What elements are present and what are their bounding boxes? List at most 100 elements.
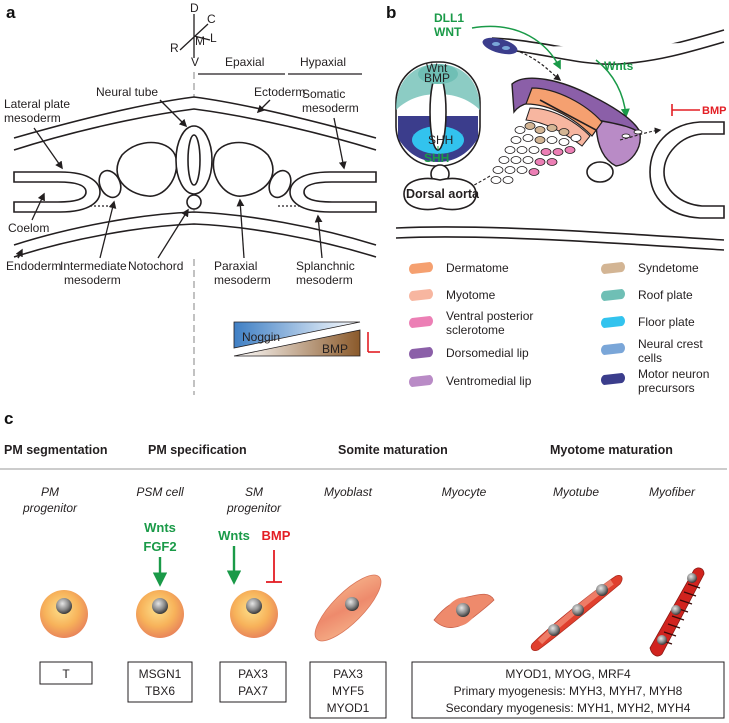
dll1-arrow (471, 25, 561, 70)
notochord-label: Notochord (128, 259, 183, 273)
splanchnic-label-2: mesoderm (296, 273, 353, 287)
legend-swatch-syndetome (601, 262, 625, 274)
intermediate-label-1: Intermediate (60, 259, 127, 273)
marker-myoblast-1: PAX3 (333, 667, 363, 681)
cell-name-pm-1: PM (41, 485, 59, 499)
axis-compass: D V C R L M (170, 1, 217, 69)
roof-plate-b (418, 64, 458, 84)
neural-tube-label: Neural tube (96, 85, 158, 99)
cell-name-pm-2: progenitor (22, 501, 78, 515)
legend-swatch-neural-crest (601, 343, 625, 355)
somatic-label-2: mesoderm (302, 101, 359, 115)
legend-label-dorsomedial-lip: Dorsomedial lip (446, 346, 529, 360)
cell-psm (136, 590, 184, 638)
dorsal-aorta (403, 177, 477, 211)
marker-myoblast-2: MYF5 (332, 684, 364, 698)
paraxial-mesoderm-left (116, 141, 178, 197)
axis-r: R (170, 41, 179, 55)
legend-label-floor-plate: Floor plate (638, 315, 695, 329)
cell-myocyte (433, 593, 495, 628)
marker-box-t (39, 661, 93, 685)
cell-name-myofiber: Myofiber (649, 485, 696, 499)
signal-wnts-2: Wnts (218, 528, 250, 543)
signal-bmp: BMP (262, 528, 291, 543)
ventromedial-lip-b (595, 119, 641, 167)
lateral-plate-b (649, 121, 725, 219)
marker-sm-2: PAX7 (238, 684, 268, 698)
legend-b: Dermatome Syndetome Myotome Roof plate V… (409, 261, 709, 395)
cell-name-myocyte: Myocyte (442, 485, 487, 499)
paraxial-label-1: Paraxial (214, 259, 257, 273)
bmp-gradient-a (233, 329, 361, 357)
axis-v: V (191, 55, 199, 69)
endoderm-inner (13, 223, 377, 258)
cell-name-sm-2: progenitor (226, 501, 282, 515)
stage-myotome-maturation: Myotome maturation (550, 443, 673, 457)
marker-sm-1: PAX3 (238, 667, 268, 681)
paraxial-mesoderm-right (212, 141, 274, 197)
endoderm-b-inner (395, 236, 725, 251)
axis-m: M (195, 34, 205, 48)
notochord (186, 194, 202, 210)
marker-t: T (62, 667, 70, 681)
ectoderm-b-inner (491, 41, 725, 65)
legend-label-motor-neuron-1: Motor neuron (638, 367, 709, 381)
bmp-label-a: BMP (322, 342, 348, 356)
cell-pm-progenitor (40, 590, 88, 638)
cell-name-sm-1: SM (245, 485, 263, 499)
signal-wnts-1: Wnts (144, 520, 176, 535)
coelom-label: Coelom (8, 221, 49, 235)
marker-box-sm (219, 661, 287, 703)
cell-myotube (530, 575, 623, 651)
legend-swatch-dermatome (409, 262, 433, 274)
noggin-label: Noggin (242, 330, 280, 344)
wnt-bmp-label-2: BMP (424, 71, 450, 85)
legend-label-dermatome: Dermatome (446, 261, 509, 275)
stage-somite-maturation: Somite maturation (338, 443, 448, 457)
bmp-label-b: BMP (702, 105, 726, 117)
marker-myo-3: Secondary myogenesis: MYH1, MYH2, MYH4 (446, 701, 691, 715)
stage-pm-segmentation: PM segmentation (4, 443, 108, 457)
cell-name-psm: PSM cell (136, 485, 184, 499)
legend-label-roof-plate: Roof plate (638, 288, 693, 302)
ectoderm-label: Ectoderm (254, 85, 305, 99)
legend-swatch-ventromedial-lip (409, 375, 433, 387)
panel-label-b: b (386, 3, 396, 22)
legend-label-vps-2: sclerotome (446, 323, 505, 337)
wnts-label-b: Wnts (604, 59, 634, 73)
cell-name-myotube: Myotube (553, 485, 599, 499)
marker-myo-1: MYOD1, MYOG, MRF4 (505, 667, 631, 681)
panel-label-c: c (4, 409, 13, 428)
legend-swatch-roof-plate (601, 289, 625, 301)
wnt-label: WNT (434, 25, 462, 39)
axis-l: L (210, 31, 217, 45)
marker-psm-2: TBX6 (145, 684, 175, 698)
stage-pm-specification: PM specification (148, 443, 247, 457)
lateral-plate-left (13, 171, 101, 213)
intermediate-mesoderm-b (586, 161, 614, 183)
dorsal-aorta-label: Dorsal aorta (406, 187, 480, 201)
cell-name-myoblast: Myoblast (324, 485, 373, 499)
marker-myo-2: Primary myogenesis: MYH3, MYH7, MYH8 (454, 684, 683, 698)
legend-swatch-myotome (409, 289, 433, 301)
endoderm-b-outer (395, 226, 725, 241)
splanchnic-label-1: Splanchnic (296, 259, 355, 273)
cell-sm-progenitor (230, 590, 278, 638)
legend-label-syndetome: Syndetome (638, 261, 699, 275)
legend-label-vps-1: Ventral posterior (446, 309, 533, 323)
sclerotome-cells (490, 122, 582, 184)
epaxial-label: Epaxial (225, 55, 264, 69)
legend-swatch-ventral-posterior-sclerotome (409, 316, 433, 328)
noggin-gradient (233, 321, 361, 349)
legend-label-motor-neuron-2: precursors (638, 381, 695, 395)
legend-label-ventromedial-lip: Ventromedial lip (446, 374, 532, 388)
panel-label-a: a (6, 3, 16, 22)
shh-label: SHH (424, 151, 449, 165)
axis-d: D (190, 1, 199, 15)
signal-fgf2: FGF2 (143, 539, 176, 554)
marker-psm-1: MSGN1 (139, 667, 182, 681)
marker-box-psm (127, 661, 193, 703)
cell-myofiber (649, 567, 705, 657)
dll1-label: DLL1 (434, 11, 464, 25)
marker-myoblast-3: MYOD1 (327, 701, 370, 715)
